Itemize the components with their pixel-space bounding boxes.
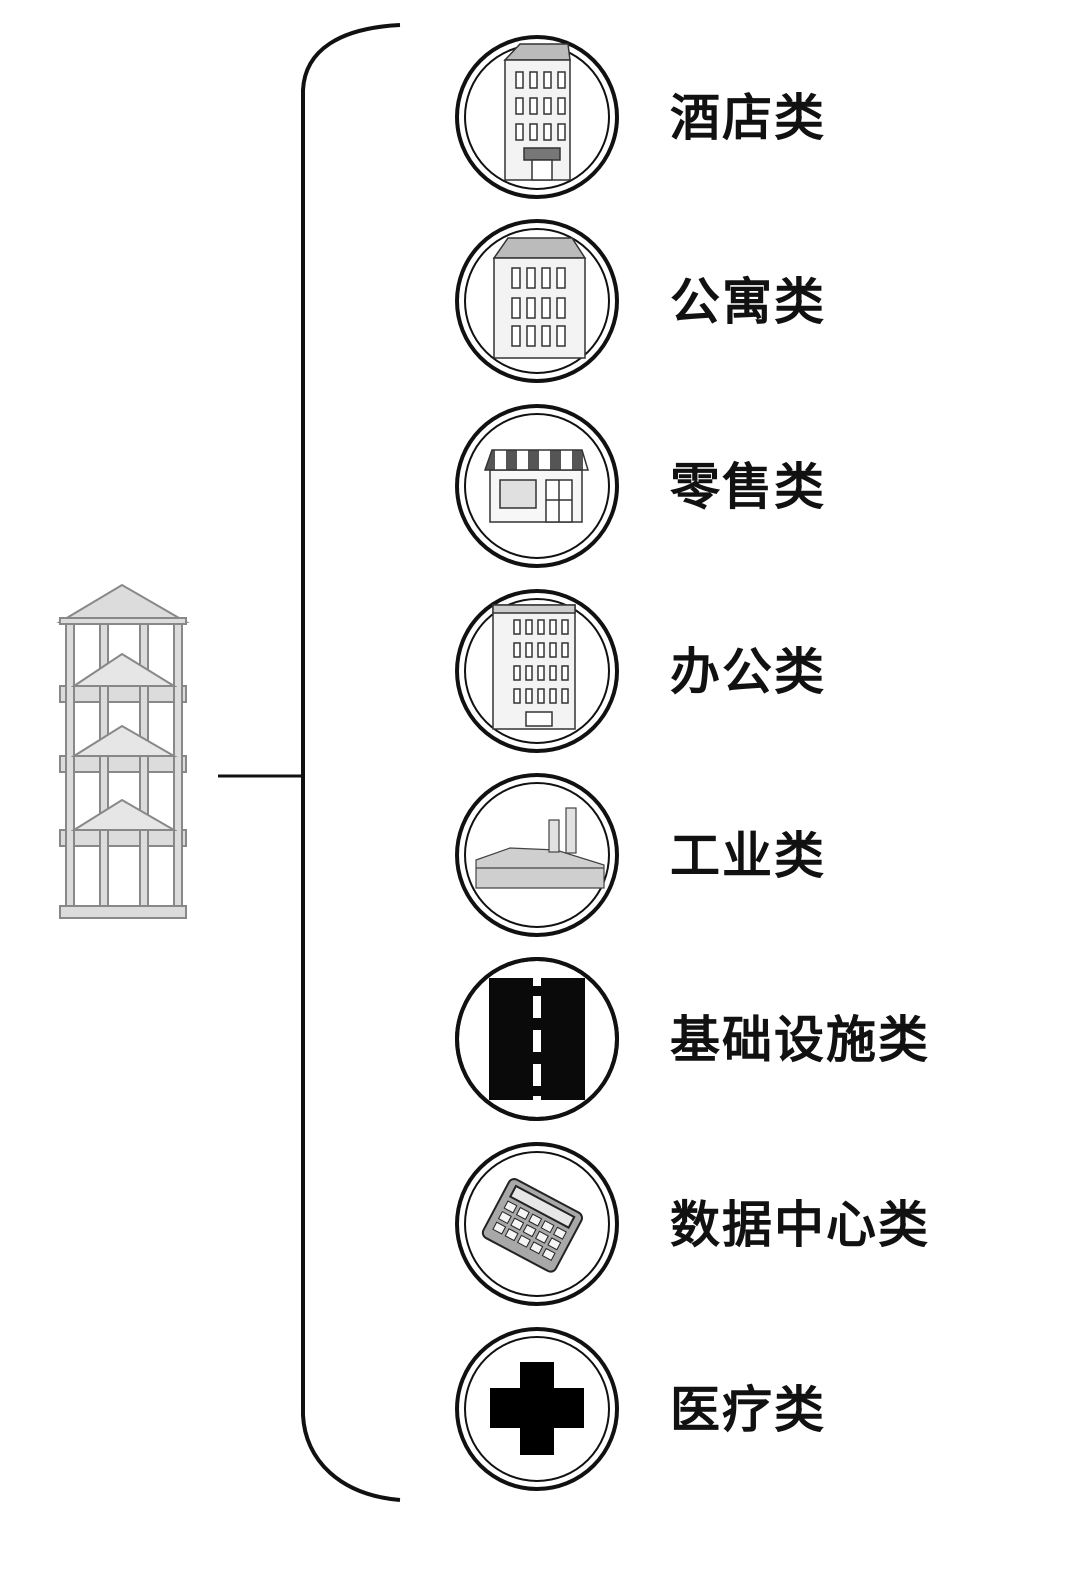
hotel-icon: [503, 43, 571, 181]
office-building-icon: [492, 604, 576, 730]
category-label-infrastructure: 基础设施类: [670, 1011, 930, 1069]
apartment-icon: [492, 237, 587, 359]
factory-node: [455, 773, 619, 937]
calculator-icon: [481, 1178, 583, 1273]
medical-cross-icon: [490, 1362, 584, 1455]
retail-node: [455, 404, 619, 568]
hotel-node: [455, 35, 619, 199]
category-label-hotel: 酒店类: [670, 89, 826, 147]
apartment-node: [455, 219, 619, 383]
datacenter-node: [455, 1142, 619, 1306]
brace-connector: [218, 23, 401, 1502]
category-label-office: 办公类: [670, 643, 826, 701]
medical-node: [455, 1327, 619, 1491]
road-node: [455, 957, 619, 1121]
category-label-retail: 零售类: [670, 458, 826, 516]
factory-icon: [475, 807, 605, 889]
office-node: [455, 589, 619, 753]
category-label-industrial: 工业类: [670, 827, 826, 885]
building-frame-icon: [56, 583, 190, 919]
category-label-apartment: 公寓类: [670, 273, 826, 331]
category-label-medical: 医疗类: [670, 1381, 826, 1439]
retail-store-icon: [483, 449, 590, 523]
category-label-datacenter: 数据中心类: [670, 1196, 930, 1254]
